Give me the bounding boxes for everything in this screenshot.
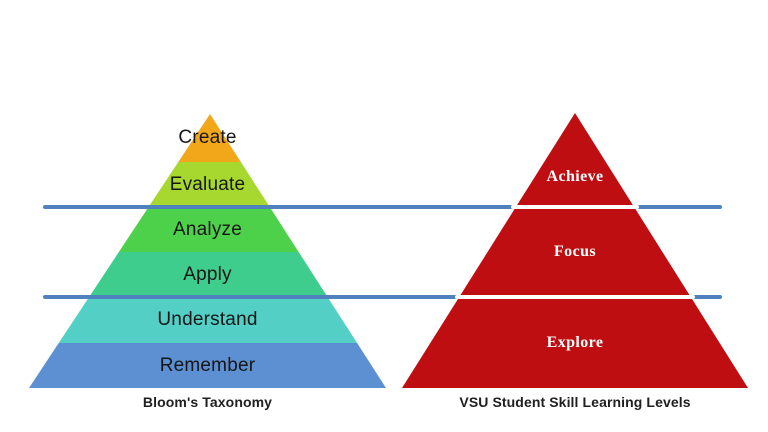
vsu-divider-upper xyxy=(511,205,639,209)
level-label-apply: Apply xyxy=(183,263,232,285)
level-label-remember: Remember xyxy=(159,354,256,376)
reference-line-lower xyxy=(43,295,722,299)
vsu-divider-lower xyxy=(455,295,695,299)
level-label-understand: Understand xyxy=(157,309,258,330)
level-band-understand xyxy=(29,297,386,343)
vsu-caption: VSU Student Skill Learning Levels xyxy=(459,394,691,410)
reference-line-upper xyxy=(43,205,722,209)
blooms-caption: Bloom's Taxonomy xyxy=(142,394,273,410)
vsu-label-explore: Explore xyxy=(546,333,604,351)
level-label-evaluate: Evaluate xyxy=(169,173,246,195)
level-label-analyze: Analyze xyxy=(173,218,242,240)
level-label-create: Create xyxy=(178,127,237,148)
vsu-label-achieve: Achieve xyxy=(546,168,604,185)
blooms-labels: Create Evaluate Analyze Apply Understand… xyxy=(29,114,386,388)
vsu-labels: Achieve Focus Explore xyxy=(402,113,748,388)
vsu-label-focus: Focus xyxy=(554,243,596,260)
level-band-remember xyxy=(29,343,386,388)
vsu-pyramid: Achieve Focus Explore xyxy=(402,113,748,388)
blooms-pyramid: Create Evaluate Analyze Apply Understand… xyxy=(29,114,386,388)
